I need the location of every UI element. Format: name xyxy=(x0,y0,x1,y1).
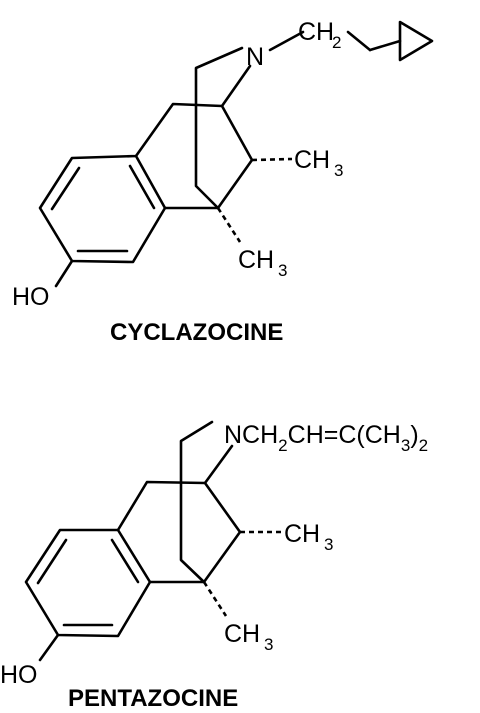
cyclazocine-benzene-ring xyxy=(38,154,167,264)
cyclazocine-ring-double-bond xyxy=(50,166,81,211)
pentazocine-nch-text: NCH xyxy=(224,421,278,449)
cyclazocine-hydroxyl-label: HO xyxy=(12,283,50,311)
cyclopropyl-ring xyxy=(398,20,434,62)
cyclazocine-ring-bond xyxy=(220,64,252,108)
pentazocine-structure: HO NCH2CH=C(CH3)2 CH 3 CH 3 PENTAZOCINE xyxy=(0,420,428,712)
cyclazocine-name: CYCLAZOCINE xyxy=(110,319,283,346)
cyclazocine-ch2-subscript: 2 xyxy=(332,33,341,52)
pentazocine-ch3-subscript: 3 xyxy=(401,436,410,455)
pentazocine-name: PENTAZOCINE xyxy=(68,685,238,712)
cyclazocine-nitrogen-label: N xyxy=(246,43,264,71)
pentazocine-ring-double-bond xyxy=(36,538,68,585)
pentazocine-hydroxyl-label: HO xyxy=(0,661,38,689)
pentazocine-bridge-ring xyxy=(116,480,242,584)
cyclazocine-n-substituent-bond xyxy=(268,30,305,52)
pentazocine-bridge xyxy=(179,420,214,584)
cyclazocine-methyl-upper-label: CH xyxy=(294,146,330,174)
cyclazocine-methyl-dashed-bond xyxy=(251,157,293,162)
pentazocine-ch2-subscript: 2 xyxy=(278,436,287,455)
cyclazocine-methyl-lower-subscript: 3 xyxy=(278,261,287,280)
pentazocine-dimethyl-subscript: 2 xyxy=(419,436,428,455)
pentazocine-methyl-dashed-bond xyxy=(202,581,228,617)
cyclazocine-methyl-upper-subscript: 3 xyxy=(334,161,343,180)
pentazocine-hydroxyl-bond xyxy=(38,633,60,662)
cyclazocine-bridge-ring xyxy=(134,102,254,210)
cyclazocine-ch2-cyclopropyl-bond xyxy=(346,30,372,52)
pentazocine-benzene-ring xyxy=(24,528,152,638)
pentazocine-chc-text: CH=C(CH xyxy=(288,421,401,449)
pentazocine-paren-text: ) xyxy=(410,421,418,449)
pentazocine-methyl-lower-label: CH xyxy=(224,620,260,648)
cyclazocine-ch2-label: CH xyxy=(298,18,334,46)
pentazocine-methyl-upper-subscript: 3 xyxy=(324,535,333,554)
pentazocine-methyl-upper-label: CH xyxy=(284,520,320,548)
cyclazocine-structure: HO N CH 2 CH 3 CH 3 CYCLAZOCINE xyxy=(12,18,434,346)
cyclazocine-methyl-dashed-bond xyxy=(216,207,242,243)
cyclazocine-methyl-lower-label: CH xyxy=(238,246,274,274)
pentazocine-ring-double-bond xyxy=(110,538,140,584)
cyclazocine-ring-double-bond xyxy=(128,164,156,210)
pentazocine-methyl-lower-subscript: 3 xyxy=(264,635,273,654)
pentazocine-ring-bond xyxy=(203,444,234,485)
pentazocine-n-substituent-label: NCH2CH=C(CH3)2 xyxy=(224,421,428,455)
cyclazocine-cyclopropyl-bond xyxy=(368,39,402,52)
cyclazocine-bridge xyxy=(194,46,244,210)
cyclazocine-hydroxyl-bond xyxy=(54,259,74,288)
